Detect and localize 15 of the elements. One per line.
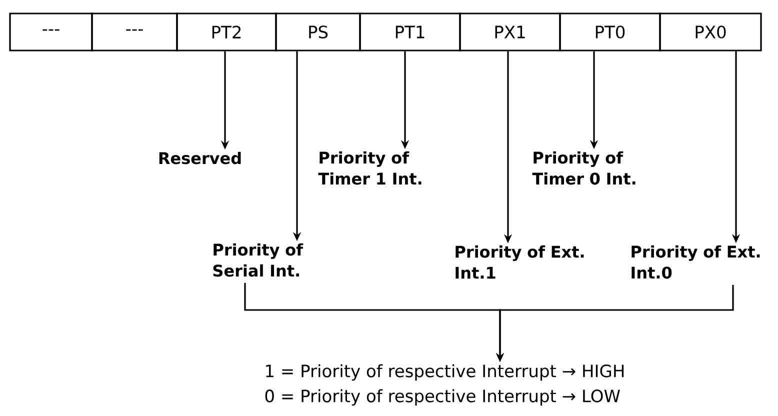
bit-description: Priority of Timer 1 Int. [318, 151, 422, 185]
bit-description: Priority of Ext. Int.1 [456, 245, 584, 279]
register-bit-cell: PT0 [559, 12, 661, 52]
bit-description: Priority of Ext. Int.0 [632, 245, 760, 279]
register-bit-cell: PX1 [459, 12, 561, 52]
bit-description: Priority of Serial Int. [213, 243, 304, 277]
register-bit-cell: --- [9, 12, 93, 52]
register-bit-cell: --- [91, 12, 178, 52]
register-bit-cell: PT1 [359, 12, 461, 52]
register-bit-cell: PS [275, 12, 361, 52]
register-bit-cell: PT2 [176, 12, 277, 52]
bit-description: Reserved [159, 152, 241, 164]
register-bit-cell: PX0 [659, 12, 762, 52]
bit-description: Priority of Timer 0 Int. [532, 151, 636, 185]
note-text: 1 = Priority of respective Interrupt → HIGH 0 = Priority of respective Interrupt → LOW [265, 364, 624, 406]
